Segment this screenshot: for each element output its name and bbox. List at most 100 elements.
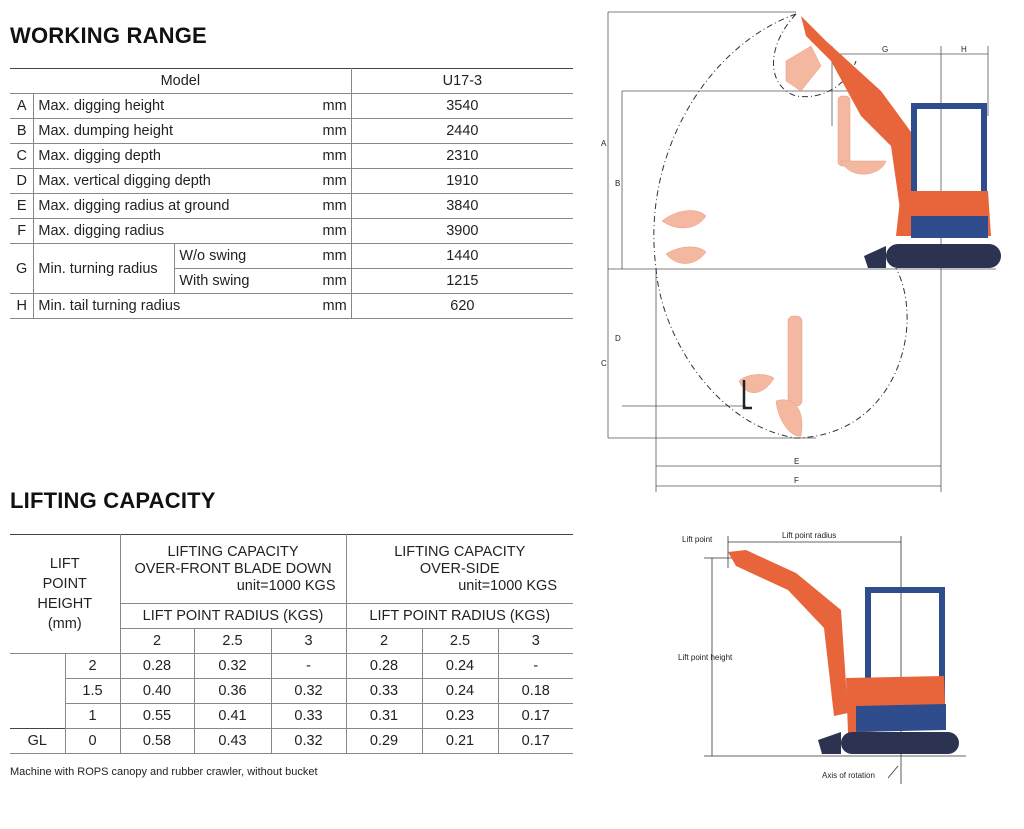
gl-spacer [10, 704, 65, 729]
row-label: Max. digging height [33, 93, 319, 119]
row-label: Max. digging radius [33, 218, 319, 244]
capacity-cell: 0.17 [497, 728, 573, 754]
row-sublabel: With swing [174, 268, 319, 294]
lift-point-label: Lift point [682, 535, 713, 544]
dim-label-h: H [961, 45, 967, 54]
capacity-cell: 0.18 [497, 678, 573, 704]
height-cell: 1.5 [64, 678, 120, 704]
capacity-cell: 0.31 [345, 703, 422, 729]
unit-label: unit=1000 KGS [236, 577, 336, 594]
dim-label-f: F [794, 476, 799, 485]
radius-header-cell: 2.5 [193, 628, 271, 654]
row-value: 3840 [350, 193, 573, 219]
capacity-cell: 0.32 [193, 653, 271, 679]
gl-spacer [10, 679, 65, 704]
row-unit: mm [318, 118, 352, 144]
header-line: HEIGHT [37, 596, 93, 612]
row-label: Min. turning radius [33, 243, 175, 294]
row-unit: mm [318, 143, 352, 169]
radius-header-cell: 2 [119, 628, 194, 654]
capacity-cell: 0.55 [119, 703, 194, 729]
capacity-cell: 0.32 [270, 678, 346, 704]
row-value: 3540 [350, 93, 573, 119]
height-cell: 1 [64, 703, 120, 729]
lift-point-height-header: LIFT POINT HEIGHT (mm) [10, 534, 120, 654]
header-line: LIFT [49, 556, 80, 572]
capacity-cell: 0.21 [421, 728, 498, 754]
capacity-cell: 0.43 [193, 728, 271, 754]
header-line: OVER-FRONT BLADE DOWN [134, 560, 332, 577]
working-range-diagram: A B C D E F G H [601, 11, 1001, 492]
capacity-cell: 0.23 [421, 703, 498, 729]
lifting-capacity-title: LIFTING CAPACITY [10, 488, 216, 513]
table-row-g1: G Min. turning radius W/o swing mm 1440 [10, 243, 573, 294]
front-header: LIFTING CAPACITY OVER-FRONT BLADE DOWN u… [119, 534, 346, 604]
lc-radius-header-row: LIFT POINT RADIUS (KGS) LIFT POINT RADIU… [10, 603, 573, 629]
capacity-cell: 0.33 [345, 678, 422, 704]
row-key: A [10, 93, 34, 119]
row-label: Max. dumping height [33, 118, 319, 144]
lift-point-height-label: Lift point height [678, 653, 733, 662]
dim-label-a: A [601, 139, 607, 148]
row-value: 2440 [350, 118, 573, 144]
capacity-cell: 0.36 [193, 678, 271, 704]
radius-header-side: LIFT POINT RADIUS (KGS) [345, 603, 573, 629]
row-value: 1440 [350, 243, 573, 269]
row-key: E [10, 193, 34, 219]
header-line: POINT [42, 576, 87, 592]
row-unit: mm [318, 268, 352, 294]
header-line: LIFTING CAPACITY [394, 543, 526, 560]
row-value: 2310 [350, 143, 573, 169]
lifting-capacity-table: LIFT POINT HEIGHT (mm) LIFTING CAPACITY … [10, 534, 573, 754]
row-unit: mm [318, 293, 352, 319]
footnote: Machine with ROPS canopy and rubber craw… [10, 766, 318, 778]
capacity-cell: - [497, 653, 573, 679]
row-label: Max. digging radius at ground [33, 193, 319, 219]
capacity-cell: 0.32 [270, 728, 346, 754]
capacity-cell: 0.17 [497, 703, 573, 729]
header-line: (mm) [47, 616, 82, 632]
capacity-cell: 0.58 [119, 728, 194, 754]
radius-header-cell: 3 [270, 628, 346, 654]
capacity-cell: 0.28 [119, 653, 194, 679]
table-row-g2: With swing mm 1215 [10, 268, 573, 294]
model-value: U17-3 [350, 68, 573, 94]
row-key: G [10, 243, 34, 294]
capacity-cell: 0.40 [119, 678, 194, 704]
height-cell: 0 [64, 728, 120, 754]
row-key: H [10, 293, 34, 319]
row-value: 3900 [350, 218, 573, 244]
height-cell: 2 [64, 653, 120, 679]
radius-header-cell: 2.5 [421, 628, 498, 654]
unit-label: unit=1000 KGS [458, 577, 557, 594]
row-value: 620 [350, 293, 573, 319]
row-key: C [10, 143, 34, 169]
header-line: LIFTING CAPACITY [167, 543, 299, 560]
axis-of-rotation-label: Axis of rotation [822, 771, 875, 780]
dim-label-e: E [794, 457, 799, 466]
capacity-cell: 0.24 [421, 653, 498, 679]
row-unit: mm [318, 193, 352, 219]
capacity-cell: 0.28 [345, 653, 422, 679]
row-unit: mm [318, 218, 352, 244]
radius-header-front: LIFT POINT RADIUS (KGS) [119, 603, 346, 629]
row-key: F [10, 218, 34, 244]
capacity-cell: 0.41 [193, 703, 271, 729]
row-key: B [10, 118, 34, 144]
capacity-cell: - [270, 653, 346, 679]
row-unit: mm [318, 243, 352, 269]
row-label: Min. tail turning radius [33, 293, 319, 319]
dim-label-d: D [615, 334, 621, 343]
table-header-row: Model U17-3 [10, 68, 573, 94]
gl-label: GL [10, 728, 65, 754]
lift-point-radius-label: Lift point radius [782, 531, 836, 540]
